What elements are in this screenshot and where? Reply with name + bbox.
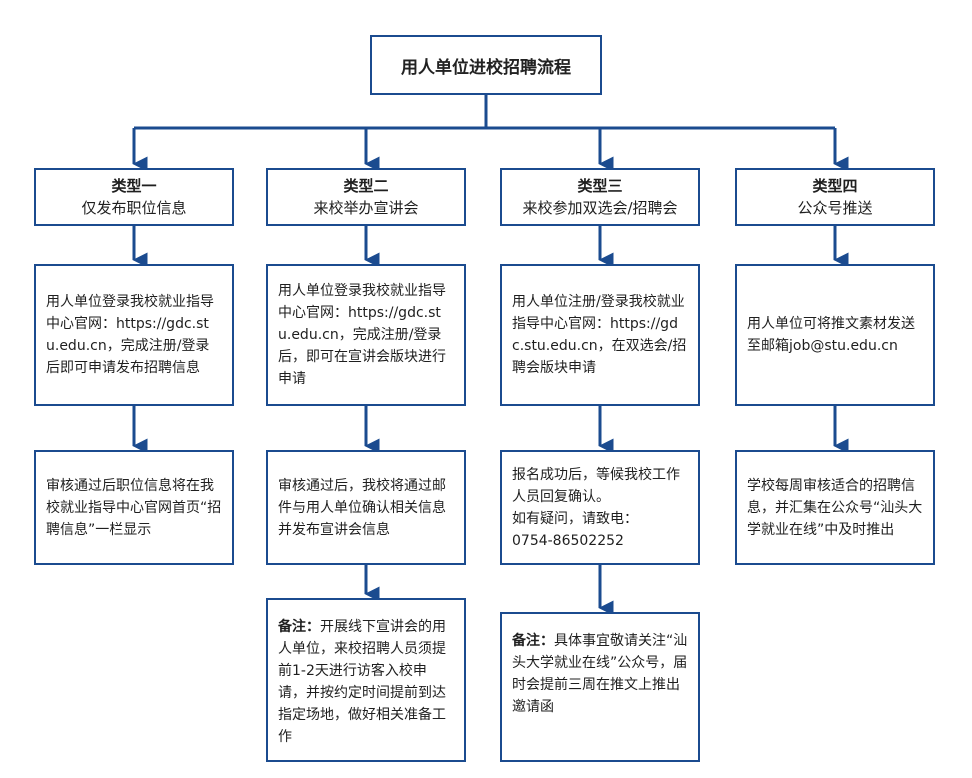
flow-title-text: 用人单位进校招聘流程 [401,57,571,78]
step-text: 用人单位登录我校就业指导中心官网：https://gdc.stu.edu.cn，… [278,283,446,387]
type-box-4: 类型四 公众号推送 [735,168,935,226]
note-label: 备注： [278,619,320,635]
step-text-line1: 报名成功后，等候我校工作人员回复确认。 [512,466,680,505]
type-box-1: 类型一 仅发布职位信息 [34,168,234,226]
step-text: 用人单位可将推文素材发送至邮箱job@stu.edu.cn [747,316,915,354]
step-text: 学校每周审核适合的招聘信息，并汇集在公众号“汕头大学就业在线”中及时推出 [747,477,923,538]
phone-number: 0754-86502252 [512,532,624,549]
step2-box-4: 学校每周审核适合的招聘信息，并汇集在公众号“汕头大学就业在线”中及时推出 [735,450,935,565]
step-text: 审核通过后，我校将通过邮件与用人单位确认相关信息并发布宣讲会信息 [278,477,446,538]
step2-box-3: 报名成功后，等候我校工作人员回复确认。 如有疑问，请致电： 0754-86502… [500,450,700,565]
type-name: 来校参加双选会/招聘会 [522,199,678,217]
note-text: 备注：开展线下宣讲会的用人单位，来校招聘人员须提前1-2天进行访客入校申请，并按… [278,616,454,748]
step-text-line2: 如有疑问，请致电： [512,510,638,527]
step-text: 用人单位注册/登录我校就业指导中心官网：https://gdc.stu.edu.… [512,294,687,376]
note-body: 具体事宜敬请关注“汕头大学就业在线”公众号，届时会提前三周在推文上推出邀请函 [512,633,688,715]
flow-title: 用人单位进校招聘流程 [370,35,602,95]
type-label: 类型三 [577,177,623,195]
type-box-2: 类型二 来校举办宣讲会 [266,168,466,226]
type-name: 来校举办宣讲会 [313,199,419,217]
type-name: 公众号推送 [797,199,873,217]
note-text: 备注：具体事宜敬请关注“汕头大学就业在线”公众号，届时会提前三周在推文上推出邀请… [512,630,688,718]
type-label: 类型四 [812,177,858,195]
step1-box-2: 用人单位登录我校就业指导中心官网：https://gdc.stu.edu.cn，… [266,264,466,406]
step-text: 审核通过后职位信息将在我校就业指导中心官网首页“招聘信息”一栏显示 [46,477,222,538]
step-text: 用人单位登录我校就业指导中心官网：https://gdc.stu.edu.cn，… [46,294,214,376]
note-box-3: 备注：具体事宜敬请关注“汕头大学就业在线”公众号，届时会提前三周在推文上推出邀请… [500,612,700,762]
step2-box-2: 审核通过后，我校将通过邮件与用人单位确认相关信息并发布宣讲会信息 [266,450,466,565]
type-box-3: 类型三 来校参加双选会/招聘会 [500,168,700,226]
step2-box-1: 审核通过后职位信息将在我校就业指导中心官网首页“招聘信息”一栏显示 [34,450,234,565]
step1-box-3: 用人单位注册/登录我校就业指导中心官网：https://gdc.stu.edu.… [500,264,700,406]
type-name: 仅发布职位信息 [81,199,187,217]
type-label: 类型二 [343,177,389,195]
step1-box-4: 用人单位可将推文素材发送至邮箱job@stu.edu.cn [735,264,935,406]
note-box-2: 备注：开展线下宣讲会的用人单位，来校招聘人员须提前1-2天进行访客入校申请，并按… [266,598,466,762]
note-label: 备注： [512,633,554,649]
note-body: 开展线下宣讲会的用人单位，来校招聘人员须提前1-2天进行访客入校申请，并按约定时… [278,619,446,745]
type-label: 类型一 [111,177,157,195]
step1-box-1: 用人单位登录我校就业指导中心官网：https://gdc.stu.edu.cn，… [34,264,234,406]
